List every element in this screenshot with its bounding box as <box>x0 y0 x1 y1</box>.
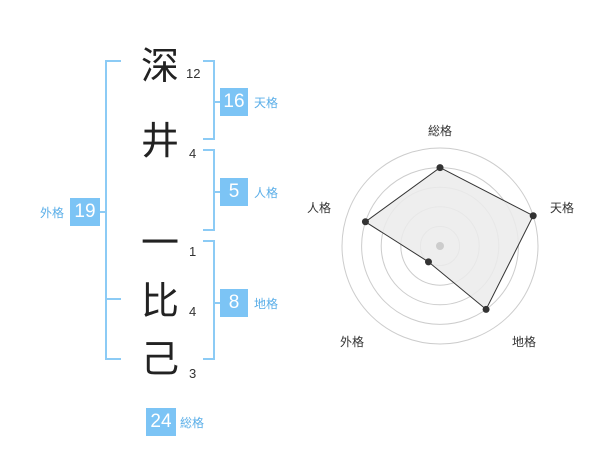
radar-point-1 <box>436 164 444 172</box>
soukaku-badge: 24 <box>146 408 176 436</box>
stroke-count-5: 3 <box>189 366 197 381</box>
name-char-5: 己 <box>140 337 179 381</box>
name-char-1: 深 <box>140 44 179 88</box>
radar-point-4 <box>424 258 432 266</box>
tenkaku-connector <box>214 101 220 103</box>
gaikaku-badge: 19 <box>70 198 100 226</box>
jinkaku-badge: 5 <box>220 178 248 206</box>
chikaku-bracket <box>203 240 215 360</box>
stroke-count-3: 1 <box>189 244 197 259</box>
tenkaku-bracket <box>203 60 215 140</box>
radar-chart: 総格 天格 地格 外格 人格 <box>307 123 574 349</box>
radar-axis-label-chikaku: 地格 <box>512 334 536 349</box>
radar-center-dot <box>436 242 444 250</box>
name-char-4: 比 <box>140 279 179 323</box>
tenkaku-label: 天格 <box>254 96 279 110</box>
chikaku-badge: 8 <box>220 289 248 317</box>
radar-data-area <box>364 167 534 311</box>
radar-axis-label-jinkaku: 人格 <box>307 200 331 215</box>
stroke-count-2: 4 <box>189 146 197 161</box>
gaikaku-bracket <box>105 60 121 360</box>
chikaku-connector <box>214 302 220 304</box>
radar-data-points <box>361 164 537 313</box>
chikaku-label: 地格 <box>254 297 279 311</box>
radar-point-5 <box>361 218 369 226</box>
radar-axis-label-gaikaku: 外格 <box>340 334 364 349</box>
name-char-3: 一 <box>140 221 179 265</box>
name-char-2: 井 <box>140 119 179 163</box>
stroke-count-4: 4 <box>189 304 197 319</box>
gaikaku-bracket-connector <box>97 211 106 213</box>
radar-grid-ring <box>341 147 539 345</box>
tenkaku-badge: 16 <box>220 88 248 116</box>
jinkaku-label: 人格 <box>254 186 279 200</box>
gaikaku-bracket-tick <box>105 298 121 300</box>
radar-axis-label-soukaku: 総格 <box>428 123 452 138</box>
jinkaku-bracket <box>203 149 215 231</box>
radar-point-2 <box>529 212 537 220</box>
radar-point-3 <box>482 305 490 313</box>
soukaku-label: 総格 <box>180 416 205 430</box>
radar-axis-label-tenkaku: 天格 <box>550 200 574 215</box>
jinkaku-connector <box>214 191 220 193</box>
gaikaku-label: 外格 <box>40 206 65 220</box>
stroke-count-1: 12 <box>186 66 201 81</box>
